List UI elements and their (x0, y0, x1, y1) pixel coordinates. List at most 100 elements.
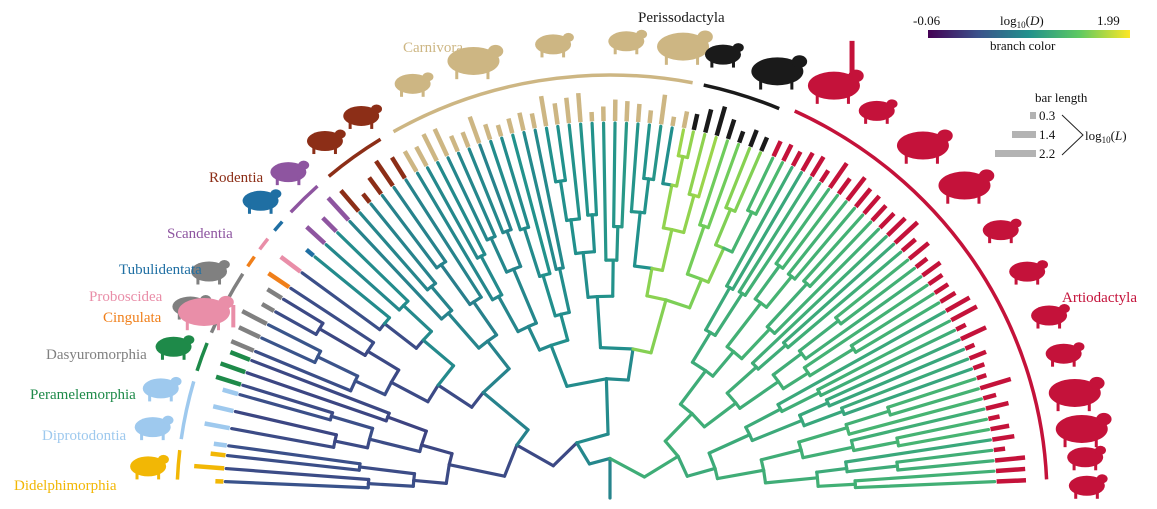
tree-branch (355, 381, 385, 395)
tree-branch (581, 124, 588, 215)
tree-branch (633, 349, 651, 353)
tree-branch (662, 230, 671, 271)
opossum-icon (130, 455, 169, 480)
tree-branch (370, 439, 420, 451)
tree-branch (491, 238, 507, 272)
tip-bar-carnivora (684, 111, 687, 127)
bar-legend-axis: log10(L) (1085, 128, 1127, 145)
tree-branch (708, 248, 723, 282)
tip-bar-scandentia (328, 198, 348, 220)
tree-branch (606, 379, 628, 380)
tip-bar-carnivora (470, 117, 479, 143)
tree-branch (540, 345, 552, 350)
bar-legend-title: bar length (1035, 90, 1088, 105)
tip-bar-carnivora (435, 129, 448, 156)
order-arc-peramelemorphia (197, 343, 207, 371)
tip-bar-rodentia (369, 178, 381, 194)
tree-branch (734, 352, 742, 359)
tree-branch (788, 202, 846, 274)
tip-bar-carnivora (451, 136, 458, 152)
tip-bar-artiodactyla (988, 416, 999, 418)
colorbar-min: -0.06 (913, 13, 941, 28)
tree-branch (499, 296, 518, 331)
tree-branch (583, 253, 588, 298)
tree-branch (577, 434, 608, 443)
tip-bar-carnivora (508, 119, 512, 134)
tip-bar-dasyuromorphia (239, 327, 260, 337)
tip-bar-scandentia (307, 227, 325, 243)
bandicoot-icon (156, 335, 195, 360)
tree-branch (804, 215, 863, 281)
tree-branch (713, 352, 734, 376)
tip-bar-scandentia (323, 218, 337, 232)
label-didelphimorphia: Didelphimorphia (14, 478, 117, 494)
tree-branch (717, 470, 763, 478)
tree-branch (592, 215, 594, 252)
tree-branch (742, 329, 770, 359)
tree-branch (846, 411, 889, 424)
tip-bar-diprotodontia (223, 390, 238, 394)
tip-bar-artiodactyla (774, 141, 781, 156)
tree-branch (746, 409, 781, 427)
tree-branch (524, 228, 539, 276)
bar-legend-value-large: 2.2 (1039, 146, 1055, 161)
tip-bar-artiodactyla (995, 458, 1025, 461)
tip-bar-artiodactyla (969, 352, 986, 359)
tree-branch (560, 269, 570, 313)
order-arc-perissodactyla (704, 85, 779, 109)
tree-branch (517, 445, 553, 466)
yak-icon (1056, 413, 1112, 447)
tree-branch (692, 414, 704, 427)
tree-branch (622, 123, 627, 226)
colorbar (928, 30, 1130, 38)
cheetah-icon (535, 33, 574, 58)
tip-bar-peramelemorphia (221, 363, 246, 372)
bar-legend-sample-large (995, 150, 1036, 157)
tree-branch (803, 447, 853, 457)
tip-bar-carnivora (650, 110, 651, 123)
tree-branch (687, 274, 701, 279)
tree-branch (847, 466, 897, 472)
tree-branch (783, 373, 808, 389)
tree-branch (583, 252, 594, 253)
tree-branch (368, 351, 399, 370)
label-proboscidea: Proboscidea (89, 289, 163, 305)
tree-branch (569, 125, 579, 219)
rhino-icon (751, 55, 807, 89)
tip-bar-artiodactyla (902, 239, 915, 250)
tree-branch (269, 325, 321, 351)
tree-branch (561, 314, 568, 340)
label-scandentia: Scandentia (167, 226, 233, 242)
tree-branch (818, 484, 855, 486)
tree-branch (663, 128, 672, 184)
tree-branch (431, 287, 451, 311)
tip-bar-carnivora (578, 93, 580, 122)
tip-bar-artiodactyla (983, 395, 996, 399)
tree-branch (680, 404, 692, 413)
tip-bar-artiodactyla (977, 375, 986, 378)
tree-branch (614, 123, 615, 227)
tip-bar-carnivora (416, 147, 426, 166)
tree-branch (318, 357, 358, 376)
tree-branch (817, 468, 847, 472)
tip-bar-artiodactyla (986, 403, 1009, 408)
tree-branch (370, 428, 373, 439)
tip-bar-dasyuromorphia (262, 304, 274, 311)
tree-branch (855, 482, 994, 488)
tip-bar-perissodactyla (728, 120, 734, 139)
tree-branch (505, 445, 517, 476)
tree-branch (678, 130, 683, 156)
bar-legend-sample-medium (1012, 131, 1036, 138)
label-cingulata: Cingulata (103, 310, 162, 326)
tree-branch (481, 256, 502, 295)
tip-bar-artiodactyla (916, 259, 927, 268)
tree-branch (706, 288, 730, 330)
tip-bar-artiodactyla (880, 213, 894, 227)
tree-branch (644, 125, 650, 178)
tree-branch (360, 213, 427, 290)
tree-branch (422, 445, 452, 454)
tip-bar-carnivora (627, 101, 628, 121)
tree-branch (589, 458, 610, 463)
tip-bar-dasyuromorphia (242, 311, 266, 324)
tree-branch (836, 260, 908, 317)
